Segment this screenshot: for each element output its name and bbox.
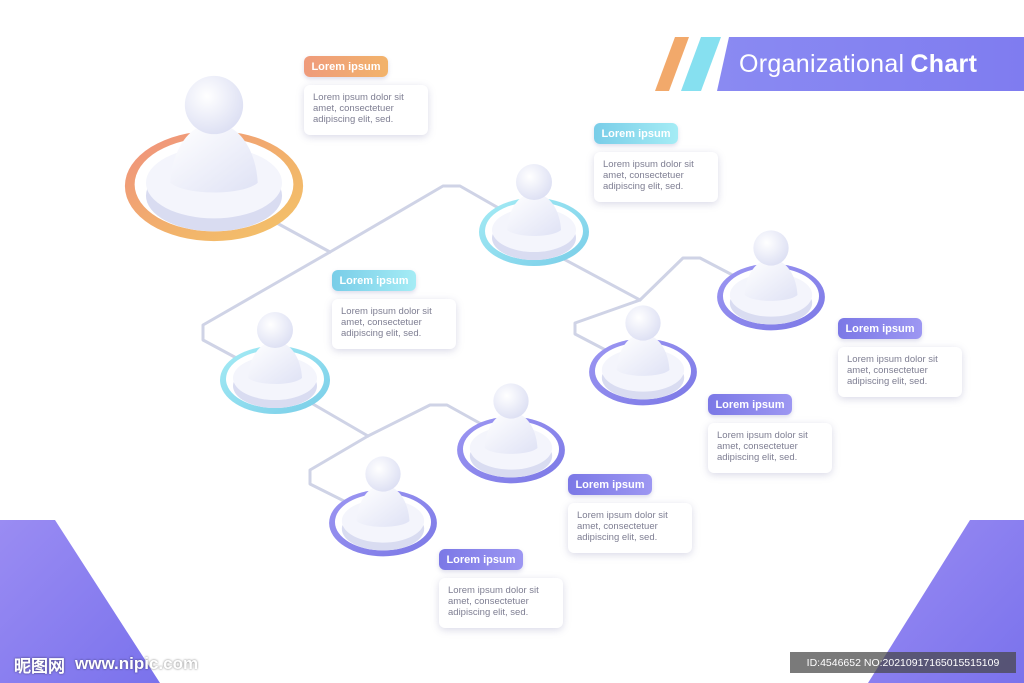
card-line: adipiscing elit, sed. — [577, 532, 658, 543]
node-card-staff-2: Lorem ipsum dolor sit amet, consectetuer… — [708, 423, 832, 473]
node-label-manager-b: Lorem ipsum — [332, 270, 416, 291]
person-head — [753, 230, 789, 266]
title-bold: Chart — [910, 49, 978, 78]
title-light: Organizational — [739, 49, 905, 78]
node-card-manager-a: Lorem ipsum dolor sit amet, consectetuer… — [594, 152, 718, 202]
node-label-manager-a: Lorem ipsum — [594, 123, 678, 144]
card-line: Lorem ipsum dolor sit — [577, 510, 668, 521]
card-line: adipiscing elit, sed. — [847, 376, 928, 387]
person-body — [248, 344, 302, 384]
card-line: adipiscing elit, sed. — [717, 452, 798, 463]
person-body — [170, 127, 258, 193]
person-node-staff-1 — [717, 230, 825, 331]
card-line: amet, consectetuer — [603, 170, 684, 181]
node-card-staff-4: Lorem ipsum dolor sit amet, consectetuer… — [439, 578, 563, 628]
card-line: amet, consectetuer — [448, 596, 529, 607]
card-line: amet, consectetuer — [577, 521, 658, 532]
person-node-manager-a — [479, 164, 589, 266]
person-body — [507, 196, 561, 236]
connector-lower-fork-up — [366, 403, 512, 442]
card-line: Lorem ipsum dolor sit — [847, 354, 938, 365]
person-head — [184, 75, 244, 135]
title-stripes — [655, 37, 721, 91]
card-line: Lorem ipsum dolor sit — [448, 585, 539, 596]
person-head — [257, 312, 293, 348]
person-node-staff-4 — [329, 456, 437, 557]
watermark-site-name: 昵图网 — [14, 656, 65, 676]
card-line: Lorem ipsum dolor sit — [603, 159, 694, 170]
card-line: adipiscing elit, sed. — [448, 607, 529, 618]
person-body — [356, 487, 410, 527]
node-card-staff-3: Lorem ipsum dolor sit amet, consectetuer… — [568, 503, 692, 553]
node-label-ceo: Lorem ipsum — [304, 56, 388, 77]
card-line: Lorem ipsum dolor sit — [313, 92, 404, 103]
watermark-left: 昵图网 www.nipic.com — [14, 651, 198, 677]
person-node-staff-3 — [457, 383, 565, 484]
person-head — [516, 164, 552, 200]
person-node-manager-b — [220, 312, 330, 414]
card-line: adipiscing elit, sed. — [313, 114, 394, 125]
watermark-id: ID:4546652 NO:20210917165015515109 — [790, 652, 1016, 673]
connector-branch-upper — [328, 184, 532, 254]
person-head — [493, 383, 529, 419]
node-label-staff-2: Lorem ipsum — [708, 394, 792, 415]
card-line: amet, consectetuer — [341, 317, 422, 328]
card-line: Lorem ipsum dolor sit — [717, 430, 808, 441]
watermark-site-url: www.nipic.com — [75, 654, 199, 673]
card-line: amet, consectetuer — [313, 103, 394, 114]
node-layer — [124, 75, 825, 557]
person-body — [484, 414, 538, 454]
node-label-staff-3: Lorem ipsum — [568, 474, 652, 495]
node-card-ceo: Lorem ipsum dolor sit amet, consectetuer… — [304, 85, 428, 135]
node-card-manager-b: Lorem ipsum dolor sit amet, consectetuer… — [332, 299, 456, 349]
person-node-staff-2 — [589, 305, 697, 406]
person-node-ceo — [124, 75, 304, 242]
connector-ceo-to-branch — [273, 220, 332, 254]
person-body — [744, 261, 798, 301]
person-head — [365, 456, 401, 492]
card-line: Lorem ipsum dolor sit — [341, 306, 432, 317]
person-body — [616, 336, 670, 376]
node-label-staff-1: Lorem ipsum — [838, 318, 922, 339]
card-line: adipiscing elit, sed. — [603, 181, 684, 192]
card-line: amet, consectetuer — [847, 365, 928, 376]
node-label-staff-4: Lorem ipsum — [439, 549, 523, 570]
card-line: amet, consectetuer — [717, 441, 798, 452]
card-line: adipiscing elit, sed. — [341, 328, 422, 339]
node-card-staff-1: Lorem ipsum dolor sit amet, consectetuer… — [838, 347, 962, 397]
person-head — [625, 305, 661, 341]
corner-decoration-right — [868, 520, 1024, 683]
corner-decoration-left — [0, 520, 160, 683]
